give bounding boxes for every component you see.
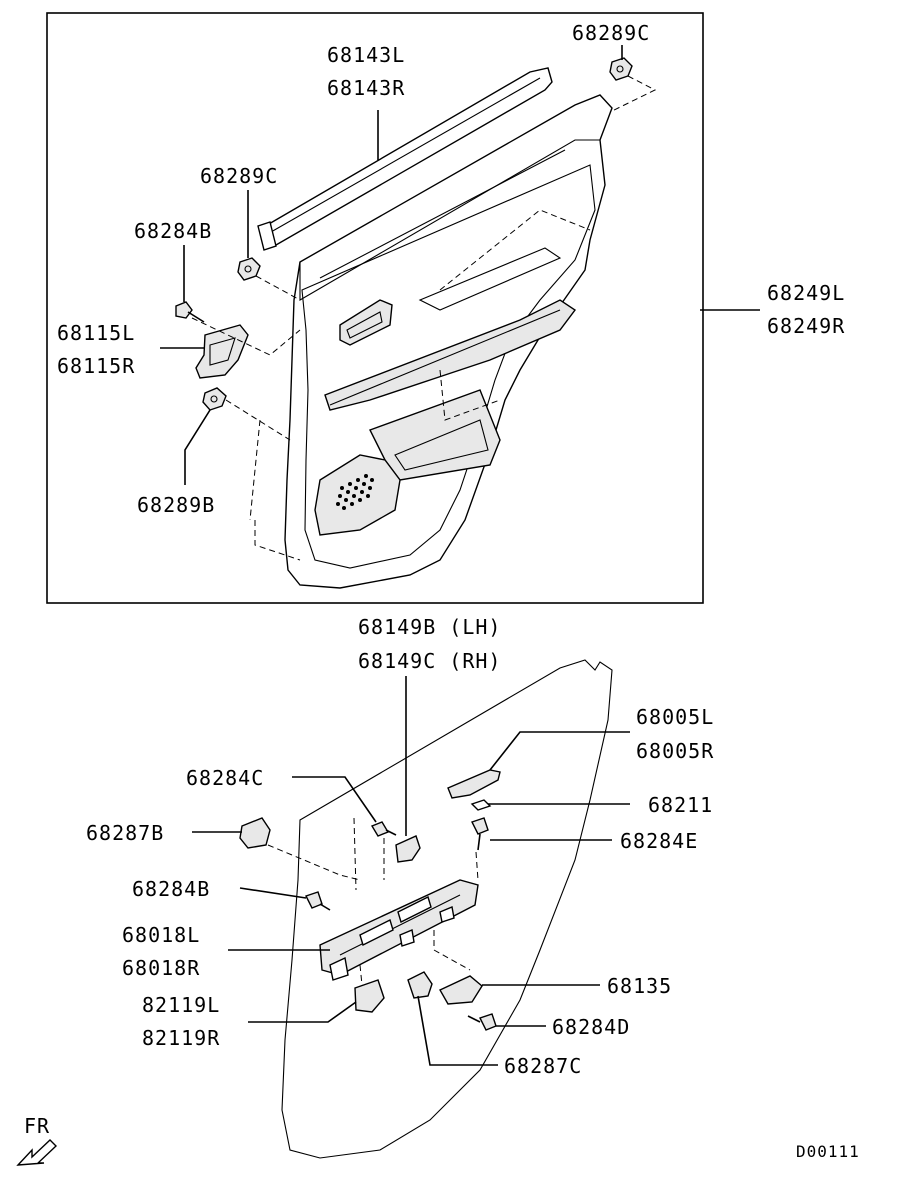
clip-68287B [239, 817, 271, 849]
spacer-68211 [470, 799, 492, 811]
label-82119L: 82119L [142, 993, 220, 1017]
clip-68289B [202, 387, 227, 411]
bottom-hidden-lines [267, 817, 479, 986]
part-labels: 68143L 68143R 68289C 68289C 68284B 68115… [24, 21, 860, 1161]
door-outline-bottom [281, 659, 613, 1159]
speaker-grille-holes [336, 474, 374, 510]
front-direction-arrow-icon [16, 1139, 58, 1166]
label-68115R: 68115R [57, 354, 135, 378]
label-68284B-bottom: 68284B [132, 877, 210, 901]
label-68249R: 68249R [767, 314, 845, 338]
label-68115L: 68115L [57, 321, 135, 345]
label-68287B: 68287B [86, 821, 164, 845]
label-fr: FR [24, 1114, 50, 1138]
label-68284D: 68284D [552, 1015, 630, 1039]
label-68135: 68135 [607, 974, 672, 998]
handle-68115 [195, 324, 249, 379]
label-68005R: 68005R [636, 739, 714, 763]
clip-68287C [407, 971, 433, 999]
screw-68284C [370, 821, 397, 837]
label-68289C-left: 68289C [200, 164, 278, 188]
screw-68284E [471, 817, 489, 851]
screw-68284B-top [175, 301, 205, 323]
handle-68005 [447, 769, 501, 799]
top-leaders [160, 45, 760, 485]
screw-68284D [467, 1013, 497, 1031]
trim-piece-68149 [395, 835, 421, 863]
label-68284E: 68284E [620, 829, 698, 853]
clip-68289C-left [237, 257, 261, 281]
label-68284B-top: 68284B [134, 219, 212, 243]
label-68289B: 68289B [137, 493, 215, 517]
label-68149C: 68149C (RH) [358, 649, 501, 673]
top-panel-frame [46, 12, 704, 604]
label-68005L: 68005L [636, 705, 714, 729]
switch-panel-68018 [319, 879, 479, 981]
label-82119R: 82119R [142, 1026, 220, 1050]
label-68284C: 68284C [186, 766, 264, 790]
label-68287C: 68287C [504, 1054, 582, 1078]
label-68018L: 68018L [122, 923, 200, 947]
label-68018R: 68018R [122, 956, 200, 980]
label-68149B: 68149B (LH) [358, 615, 501, 639]
label-68249L: 68249L [767, 281, 845, 305]
label-68143L: 68143L [327, 43, 405, 67]
connector-82119 [354, 979, 385, 1013]
weatherstrip-part [257, 67, 553, 251]
screw-68284B-bottom [305, 891, 331, 911]
bracket-68135 [439, 975, 483, 1005]
label-68289C-top: 68289C [572, 21, 650, 45]
label-68143R: 68143R [327, 76, 405, 100]
bottom-leaders [192, 676, 630, 1066]
label-68211: 68211 [648, 793, 713, 817]
drawing-code: D00111 [796, 1142, 860, 1161]
door-trim-panel [249, 94, 613, 589]
